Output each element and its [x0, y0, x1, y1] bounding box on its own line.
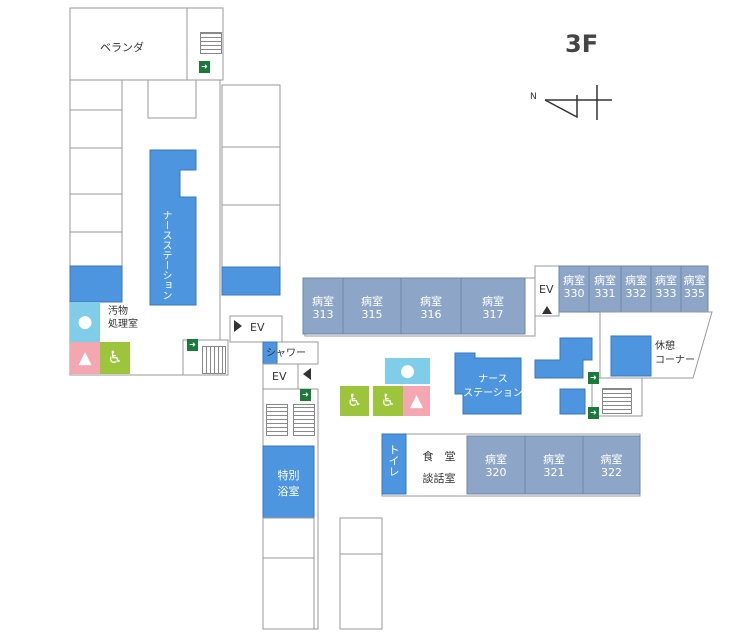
exit-sign-icon: ➜ — [187, 339, 198, 351]
woman-icon: ▲ — [403, 386, 430, 416]
compass-north-label: N — [530, 92, 537, 102]
room-321-label: 病室 321 — [543, 453, 565, 479]
room-320-label: 病室 320 — [485, 453, 507, 479]
stairs-icon — [202, 346, 226, 374]
wheelchair-icon: ♿ — [373, 386, 403, 416]
nurse-station-east — [454, 352, 522, 415]
room-331-label: 病室 331 — [594, 274, 616, 300]
ev2-label: EV — [272, 370, 287, 383]
west-storage — [221, 266, 281, 296]
ev2-box — [262, 363, 299, 390]
room-333-label: 病室 333 — [655, 274, 677, 300]
room-332-label: 病室 332 — [625, 274, 647, 300]
room-317[interactable] — [460, 277, 526, 335]
special-bath-room — [262, 445, 315, 519]
room-322-label: 病室 322 — [600, 453, 623, 479]
ev1-label: EV — [250, 321, 265, 334]
room-330-label: 病室 330 — [563, 274, 585, 300]
ev1-box — [229, 315, 283, 343]
exit-sign-icon: ➜ — [588, 407, 599, 419]
wheelchair-icon: ♿ — [100, 342, 130, 374]
dining-label: 食 堂 談話室 — [422, 450, 456, 485]
compass-icon — [544, 85, 612, 120]
stairs-icon — [293, 404, 315, 436]
dirty-room-label: 汚物 処理室 — [108, 306, 138, 330]
room-320[interactable] — [466, 435, 526, 495]
shower-label: シャワー — [266, 348, 306, 359]
toilet-label: トイレ — [387, 444, 400, 477]
exit-sign-icon: ➜ — [300, 389, 311, 401]
ev3-arrow-icon — [542, 306, 552, 314]
man-icon: ● — [70, 302, 100, 342]
room-335-label: 病室 335 — [683, 274, 706, 300]
room-330[interactable] — [558, 265, 590, 313]
wheelchair-icon: ♿ — [340, 386, 369, 416]
room-316-label: 病室 316 — [420, 295, 442, 321]
exit-sign-icon: ➜ — [588, 372, 599, 384]
room-321[interactable] — [524, 435, 584, 495]
bath-label: 特別 浴室 — [277, 469, 300, 498]
west-room-blue — [69, 265, 123, 303]
ev2-arrow-icon — [303, 368, 311, 380]
nurse-station-west — [149, 149, 197, 306]
nurse-station-east-label: ナース ステーション — [463, 374, 523, 399]
stairs-icon — [200, 32, 222, 54]
stairs-icon — [602, 388, 632, 414]
ev3-label: EV — [539, 283, 554, 296]
room-315-label: 病室 315 — [361, 295, 383, 321]
room-315[interactable] — [342, 277, 402, 335]
room-322[interactable] — [582, 435, 641, 495]
room-316[interactable] — [400, 277, 462, 335]
toilet-room — [381, 433, 407, 495]
exit-sign-icon: ➜ — [199, 61, 210, 73]
man-icon: ● — [385, 358, 430, 384]
room-317-label: 病室 317 — [482, 295, 504, 321]
stairs-icon — [266, 404, 288, 436]
woman-icon: ▲ — [70, 342, 100, 374]
room-313-label: 病室 313 — [312, 295, 334, 321]
veranda-area — [69, 7, 188, 81]
lounge-label: 休憩 コーナー — [655, 341, 695, 366]
ev1-arrow-icon — [234, 320, 242, 332]
veranda-label: ベランダ — [100, 41, 144, 54]
room-313[interactable] — [302, 277, 344, 335]
nurse-station-west-label: ナースステーション — [160, 210, 171, 300]
floor-title: 3F — [565, 30, 599, 58]
